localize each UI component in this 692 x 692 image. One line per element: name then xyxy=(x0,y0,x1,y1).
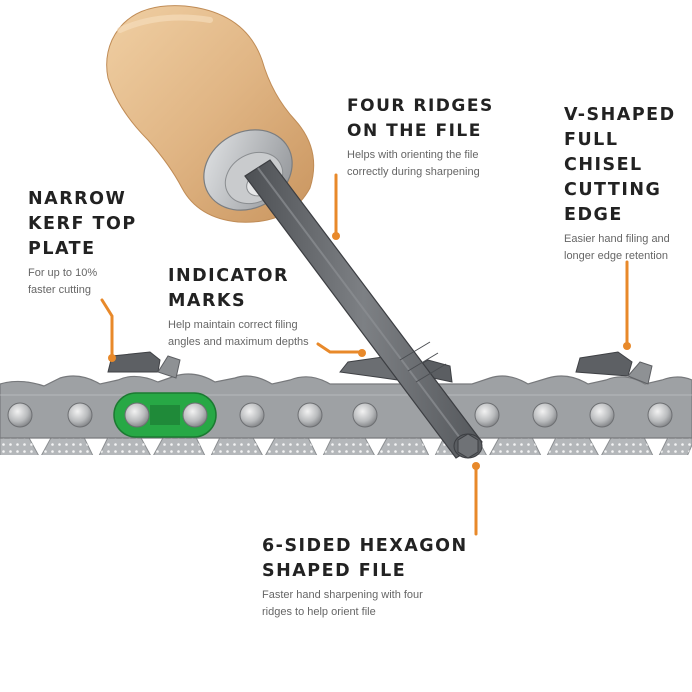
v-shaped-pointer xyxy=(623,260,631,350)
desc-line: Faster hand sharpening with four xyxy=(262,589,423,601)
title-line: NARROW xyxy=(28,189,127,209)
desc-line: For up to 10% xyxy=(28,267,98,279)
title-line: V-SHAPED xyxy=(564,105,676,125)
v-shaped-title: V-SHAPED FULL CHISEL CUTTING EDGE xyxy=(564,103,676,228)
narrow-kerf-pointer xyxy=(100,298,116,362)
callout-hexagon-file: 6-SIDED HEXAGON SHAPED FILE Faster hand … xyxy=(262,534,468,621)
narrow-kerf-description: For up to 10% faster cutting xyxy=(28,265,137,299)
four-ridges-pointer xyxy=(332,173,340,240)
title-line: CUTTING xyxy=(564,180,662,200)
v-shaped-description: Easier hand filing and longer edge reten… xyxy=(564,231,676,265)
title-line: PLATE xyxy=(28,239,96,259)
hexagon-pointer xyxy=(472,462,480,536)
hexagon-description: Faster hand sharpening with four ridges … xyxy=(262,587,468,621)
chain-link-band xyxy=(0,373,692,439)
four-ridges-description: Helps with orienting the file correctly … xyxy=(347,147,494,181)
indicator-description: Help maintain correct filing angles and … xyxy=(168,317,309,351)
callout-narrow-kerf: NARROW KERF TOP PLATE For up to 10% fast… xyxy=(28,187,137,299)
callout-four-ridges: FOUR RIDGES ON THE FILE Helps with orien… xyxy=(347,94,494,181)
desc-line: Help maintain correct filing xyxy=(168,319,298,331)
four-ridges-title: FOUR RIDGES ON THE FILE xyxy=(347,94,494,144)
title-line: KERF TOP xyxy=(28,214,137,234)
title-line: INDICATOR xyxy=(168,266,290,286)
callout-indicator-marks: INDICATOR MARKS Help maintain correct fi… xyxy=(168,264,309,351)
desc-line: Helps with orienting the file xyxy=(347,149,479,161)
title-line: CHISEL xyxy=(564,155,643,175)
title-line: EDGE xyxy=(564,205,623,225)
title-line: MARKS xyxy=(168,291,247,311)
title-line: FOUR RIDGES xyxy=(347,96,494,116)
desc-line: longer edge retention xyxy=(564,250,668,262)
callout-v-shaped: V-SHAPED FULL CHISEL CUTTING EDGE Easier… xyxy=(564,103,676,265)
chain-rivets xyxy=(7,402,673,428)
indicator-title: INDICATOR MARKS xyxy=(168,264,309,314)
desc-line: correctly during sharpening xyxy=(347,166,480,178)
callout-lines xyxy=(100,173,631,536)
indicator-pointer xyxy=(316,342,366,357)
narrow-kerf-title: NARROW KERF TOP PLATE xyxy=(28,187,137,262)
title-line: FULL xyxy=(564,130,619,150)
title-line: 6-SIDED HEXAGON xyxy=(262,536,468,556)
hexagon-file-rod xyxy=(244,159,483,459)
hexagon-title: 6-SIDED HEXAGON SHAPED FILE xyxy=(262,534,468,584)
desc-line: faster cutting xyxy=(28,284,91,296)
desc-line: Easier hand filing and xyxy=(564,233,670,245)
title-line: SHAPED FILE xyxy=(262,561,407,581)
desc-line: ridges to help orient file xyxy=(262,606,376,618)
title-line: ON THE FILE xyxy=(347,121,482,141)
desc-line: angles and maximum depths xyxy=(168,336,309,348)
